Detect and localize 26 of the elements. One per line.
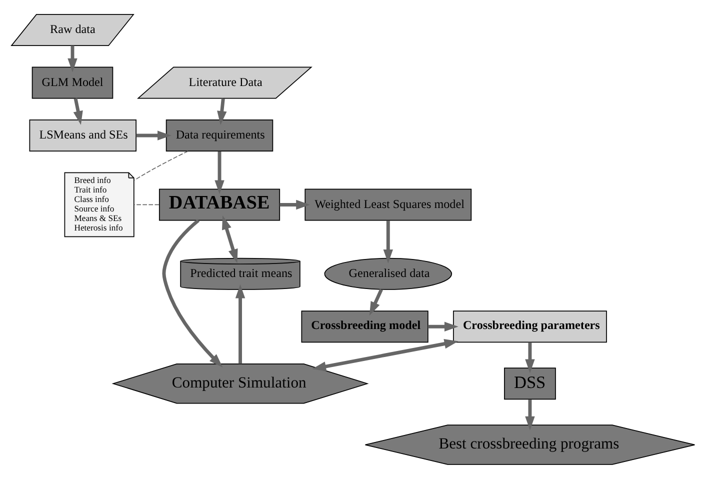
arrow	[383, 220, 393, 264]
node-box: Crossbreeding parameters	[453, 310, 607, 343]
node-box: Weighted Least Squares model	[304, 188, 472, 221]
arrow	[428, 322, 458, 332]
arrow	[525, 399, 535, 430]
node-box: DATABASE	[158, 188, 280, 221]
node-box: LSMeans and SEs	[29, 120, 136, 152]
node-box: Data requirements	[166, 120, 274, 152]
arrow	[136, 130, 172, 140]
arrow	[68, 46, 78, 72]
connector	[134, 150, 188, 181]
arrow	[162, 219, 223, 368]
arrow	[73, 98, 83, 125]
node-box: Crossbreeding model	[301, 310, 428, 343]
node-ellipse: Generalised data	[324, 258, 452, 290]
arrow	[235, 284, 246, 364]
arrow	[222, 216, 238, 264]
arrow	[214, 151, 224, 194]
node-box: GLM Model	[32, 66, 114, 99]
arrow	[217, 98, 227, 125]
arrow	[525, 342, 535, 374]
node-box: DSS	[504, 368, 556, 400]
arrow	[312, 339, 458, 372]
arrow	[280, 200, 310, 210]
connector	[134, 204, 160, 206]
arrow	[369, 288, 383, 316]
